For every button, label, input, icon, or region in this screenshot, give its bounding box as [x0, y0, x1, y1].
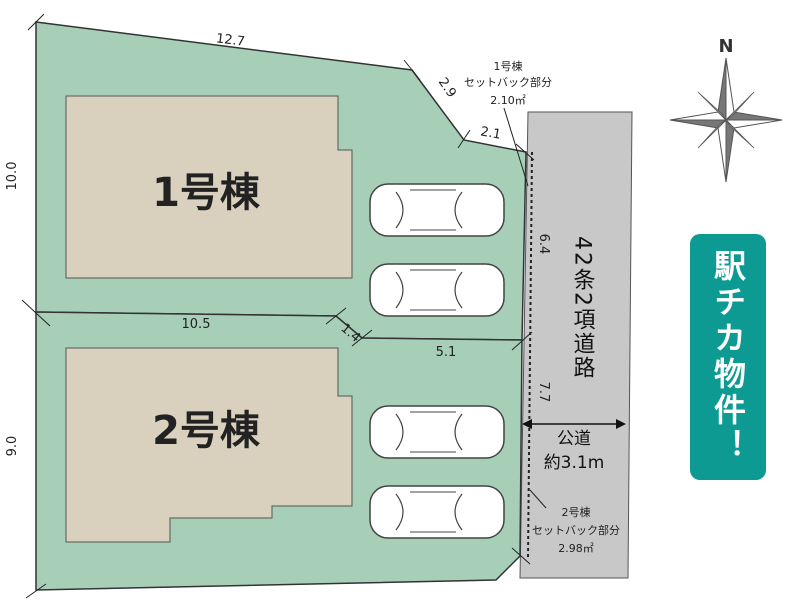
setback-1-line1: 1号棟: [494, 59, 523, 73]
setback-2-leader: [529, 489, 547, 509]
road-width-value: 約3.1m: [544, 453, 605, 473]
dim-diag-a: 2.9: [435, 75, 459, 101]
setback-2-line3: 2.98㎡: [558, 542, 594, 555]
parking-car: [369, 485, 505, 539]
corner-ticks: [21, 13, 535, 599]
parking-car: [369, 263, 505, 317]
building-1: [65, 95, 353, 279]
building-2-label: 2号棟: [152, 408, 261, 454]
dim-front-lower: 7.7: [536, 382, 551, 403]
building-2: [65, 347, 353, 543]
setback-2-line2: セットバック部分: [532, 523, 620, 537]
compass-rose-icon: [669, 57, 783, 183]
setback-2-line1: 2号棟: [562, 505, 591, 519]
parking-car: [369, 405, 505, 459]
dim-mid-c: 5.1: [436, 345, 457, 360]
setback-line: [527, 151, 533, 559]
road-area: [519, 111, 633, 579]
dim-mid-a: 10.5: [182, 317, 211, 332]
setback-1-line2: セットバック部分: [464, 75, 552, 89]
badge-text: 駅チカ物件！: [709, 249, 747, 465]
dim-front-upper: 6.4: [536, 234, 551, 255]
dim-diag-b: 2.1: [479, 124, 502, 142]
setback-1-line3: 2.10㎡: [490, 94, 526, 107]
arrow-left-head: [522, 419, 532, 429]
building-1-label: 1号棟: [152, 170, 261, 216]
dim-top: 12.7: [215, 31, 246, 49]
dim-left-upper: 10.0: [5, 162, 20, 191]
station-near-badge: 駅チカ物件！: [690, 234, 766, 480]
road-width-label: 公道: [557, 429, 591, 449]
road-name: 42条2項道路: [570, 236, 596, 380]
parking-car: [369, 183, 505, 237]
setback-1-leader: [503, 107, 529, 187]
dim-left-lower: 9.0: [5, 436, 20, 457]
compass-north-label: N: [718, 36, 733, 57]
arrow-right-head: [616, 419, 626, 429]
